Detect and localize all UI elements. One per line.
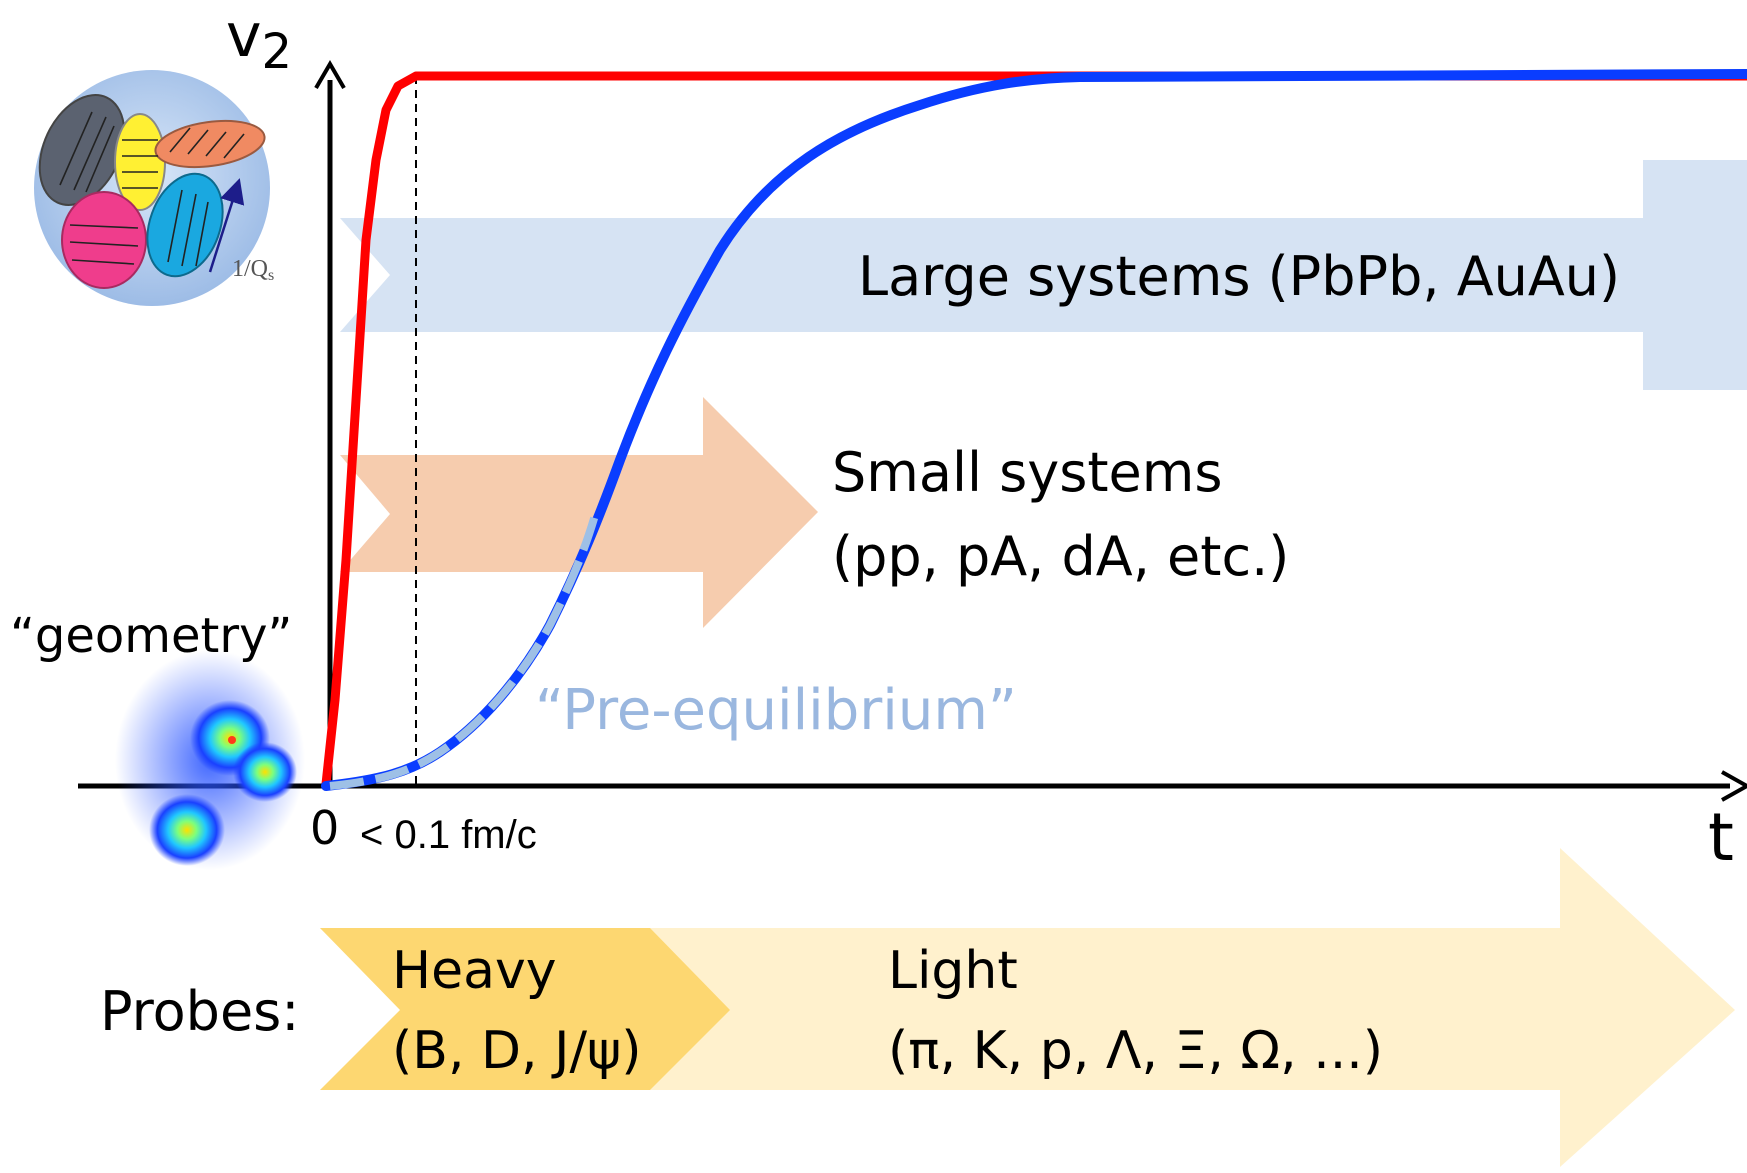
large-systems-label: Large systems (PbPb, AuAu)	[858, 245, 1621, 308]
light-probe-arrow	[320, 848, 1735, 1167]
light-probe-line1: Light	[888, 941, 1018, 1001]
heavy-probe-line1: Heavy	[392, 941, 557, 1001]
y-axis-label-main: v	[226, 1, 262, 71]
pre-equilibrium-dash	[329, 513, 599, 790]
qs-label: 1/Qs	[232, 256, 275, 284]
blue-hydro-curve	[321, 69, 1747, 791]
heavy-probe-line2: (B, D, J/ψ)	[392, 1021, 642, 1081]
glasma-flux-tube-diagram	[34, 70, 270, 306]
small-systems-arrow	[340, 397, 818, 628]
x-axis-arrowhead	[1721, 770, 1747, 802]
y-axis-label: v2	[226, 6, 292, 76]
x-axis-label: t	[1708, 799, 1734, 876]
large-systems-arrow	[340, 160, 1747, 390]
small-systems-label-line2: (pp, pA, dA, etc.)	[832, 525, 1290, 588]
pre-equilibrium-label: “Pre-equilibrium”	[535, 678, 1017, 743]
red-geometry-curve	[321, 71, 1747, 785]
y-axis-label-sub: 2	[261, 24, 293, 80]
initial-geometry-heatmap	[115, 650, 305, 870]
small-systems-label-line1: Small systems	[832, 441, 1223, 504]
time-mark-label: < 0.1 fm/c	[360, 813, 537, 857]
y-axis-arrowhead	[314, 60, 346, 90]
origin-label: 0	[310, 801, 340, 855]
qs-label-main: 1/Q	[232, 256, 268, 282]
geometry-label: “geometry”	[10, 608, 293, 664]
qs-label-sub: s	[268, 267, 275, 284]
light-probe-line2: (π, K, p, Λ, Ξ, Ω, ...)	[888, 1021, 1384, 1081]
probes-title: Probes:	[100, 980, 300, 1043]
heavy-probe-arrow	[320, 928, 730, 1090]
